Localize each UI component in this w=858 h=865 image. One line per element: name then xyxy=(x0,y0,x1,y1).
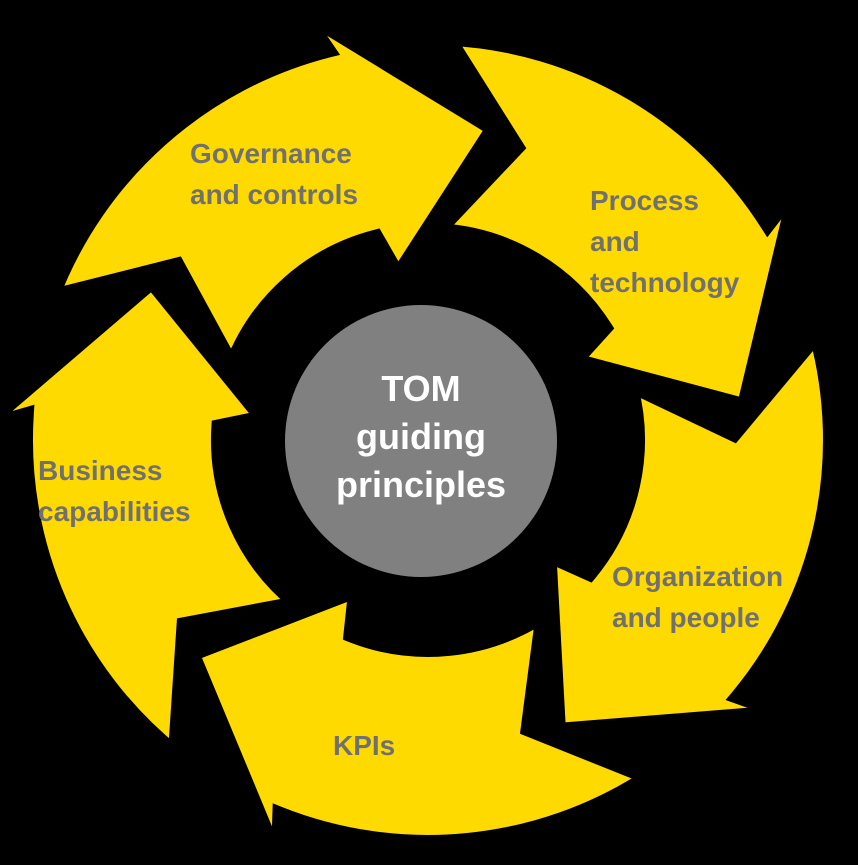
arrow-segment-process xyxy=(423,30,803,414)
center-title-line: guiding xyxy=(356,416,486,457)
segment-line: and controls xyxy=(190,179,359,210)
segment-label-business: Business capabilities xyxy=(38,450,191,532)
segment-line: Organization xyxy=(612,561,784,592)
center-title-line: principles xyxy=(335,464,507,505)
segment-label-process: Process and technology xyxy=(590,180,739,303)
arrow-segment-kpis xyxy=(183,580,663,862)
segment-label-organization: Organization and people xyxy=(612,556,783,638)
arrow-segment-organization xyxy=(541,321,837,738)
segment-line: capabilities xyxy=(38,496,191,527)
center-title: TOM guiding principles xyxy=(286,306,556,576)
center-title-line: TOM xyxy=(381,368,461,409)
center-hub xyxy=(285,305,557,577)
segment-line: and xyxy=(590,226,640,257)
segment-line: Business xyxy=(38,455,163,486)
arrow-segment-business xyxy=(0,272,312,767)
segment-line: technology xyxy=(590,267,740,298)
segment-line: Governance xyxy=(190,138,352,169)
segment-line: and people xyxy=(612,602,760,633)
segment-line: KPIs xyxy=(333,730,396,761)
segment-label-governance: Governance and controls xyxy=(190,133,358,215)
segment-line: Process xyxy=(590,185,699,216)
segment-label-kpis: KPIs xyxy=(333,725,395,766)
arrow-segment-governance xyxy=(41,6,503,382)
